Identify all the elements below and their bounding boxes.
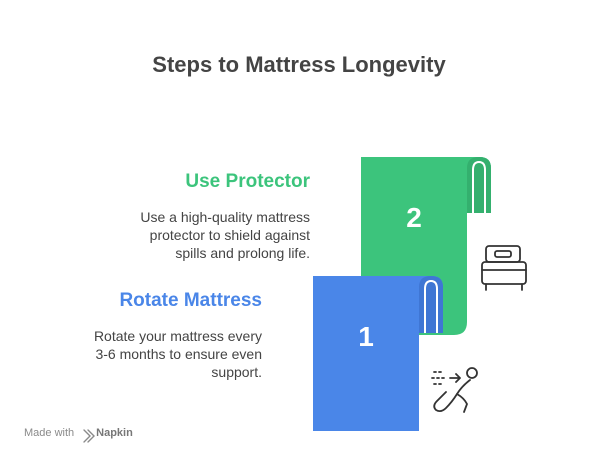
step-1-ribbon-body <box>313 276 443 431</box>
step-1-number: 1 <box>358 321 374 352</box>
step-2-title: Use Protector <box>185 171 310 192</box>
rotation-person-icon <box>431 367 478 413</box>
step-1-description-line: Rotate your mattress every <box>93 328 262 344</box>
step-1-curl-highlight <box>424 279 438 333</box>
bed-icon <box>481 245 527 291</box>
step-2-number: 2 <box>406 202 422 233</box>
step-2-description-line: Use a high-quality mattress <box>140 209 310 225</box>
page-title: Steps to Mattress Longevity <box>152 52 446 77</box>
napkin-logo-icon <box>83 429 95 443</box>
step-2-curl-highlight <box>472 160 486 213</box>
step-1-description-line: 3-6 months to ensure even <box>95 346 262 362</box>
step-2-ribbon-curl <box>467 157 491 213</box>
step-2-description-line: protector to shield against <box>149 227 310 243</box>
step-1-ribbon: 1 <box>313 276 443 431</box>
step-1-description: Rotate your mattress every 3-6 months to… <box>94 327 262 381</box>
step-1-ribbon-curl <box>419 276 443 333</box>
step-1-title: Rotate Mattress <box>119 290 262 311</box>
step-1-description-line: support. <box>211 364 262 380</box>
footer-attribution: Made with Napkin <box>24 427 133 439</box>
footer-brand: Napkin <box>96 427 133 439</box>
step-2-description-line: spills and prolong life. <box>175 245 310 261</box>
footer-prefix: Made with <box>24 427 75 439</box>
step-2-description: Use a high-quality mattress protector to… <box>140 208 310 262</box>
